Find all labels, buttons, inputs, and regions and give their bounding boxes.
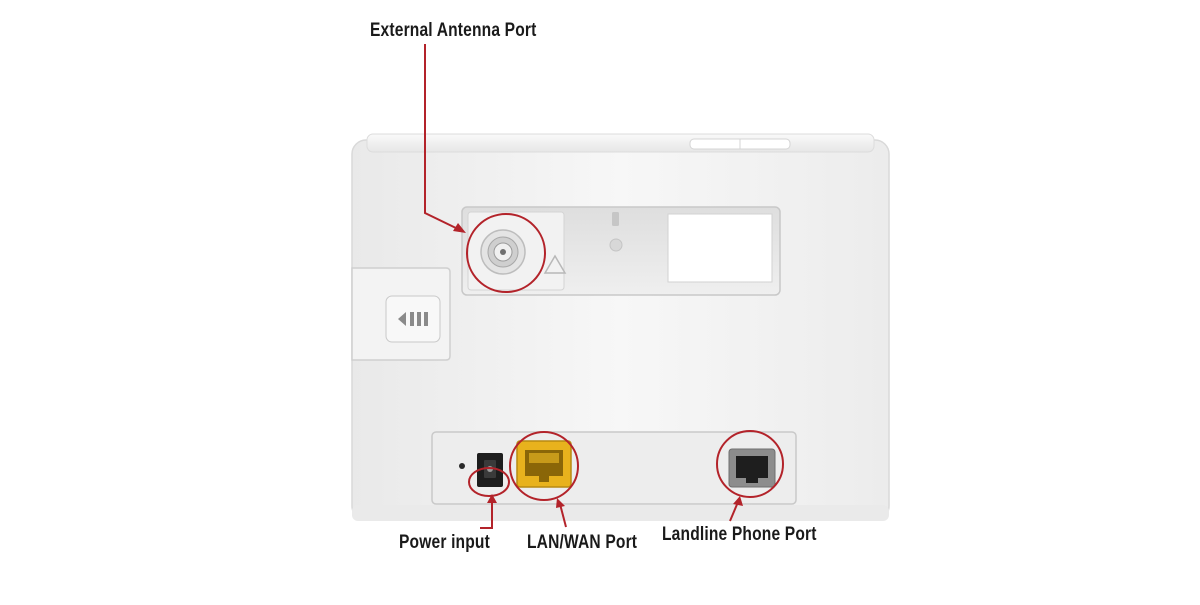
power-jack-icon (477, 453, 503, 487)
upper-port-panel (461, 206, 781, 296)
reset-hole-icon (459, 463, 465, 469)
power-input-label: Power input (399, 532, 490, 553)
phone-port-icon (728, 448, 776, 488)
sim-cover (351, 267, 451, 361)
antenna-connector-icon (480, 229, 526, 275)
lower-port-panel (431, 431, 797, 505)
callout-phone (716, 430, 784, 522)
external-antenna-port-label: External Antenna Port (370, 20, 537, 41)
callout-power (468, 467, 510, 529)
lan-wan-port-label: LAN/WAN Port (527, 532, 638, 553)
lan-wan-port-icon (516, 440, 572, 488)
warning-triangle-icon (543, 254, 567, 274)
callout-lan (509, 431, 579, 528)
callout-antenna (424, 44, 546, 293)
sim-eject-icon (398, 312, 406, 326)
landline-phone-port-label: Landline Phone Port (662, 524, 817, 545)
